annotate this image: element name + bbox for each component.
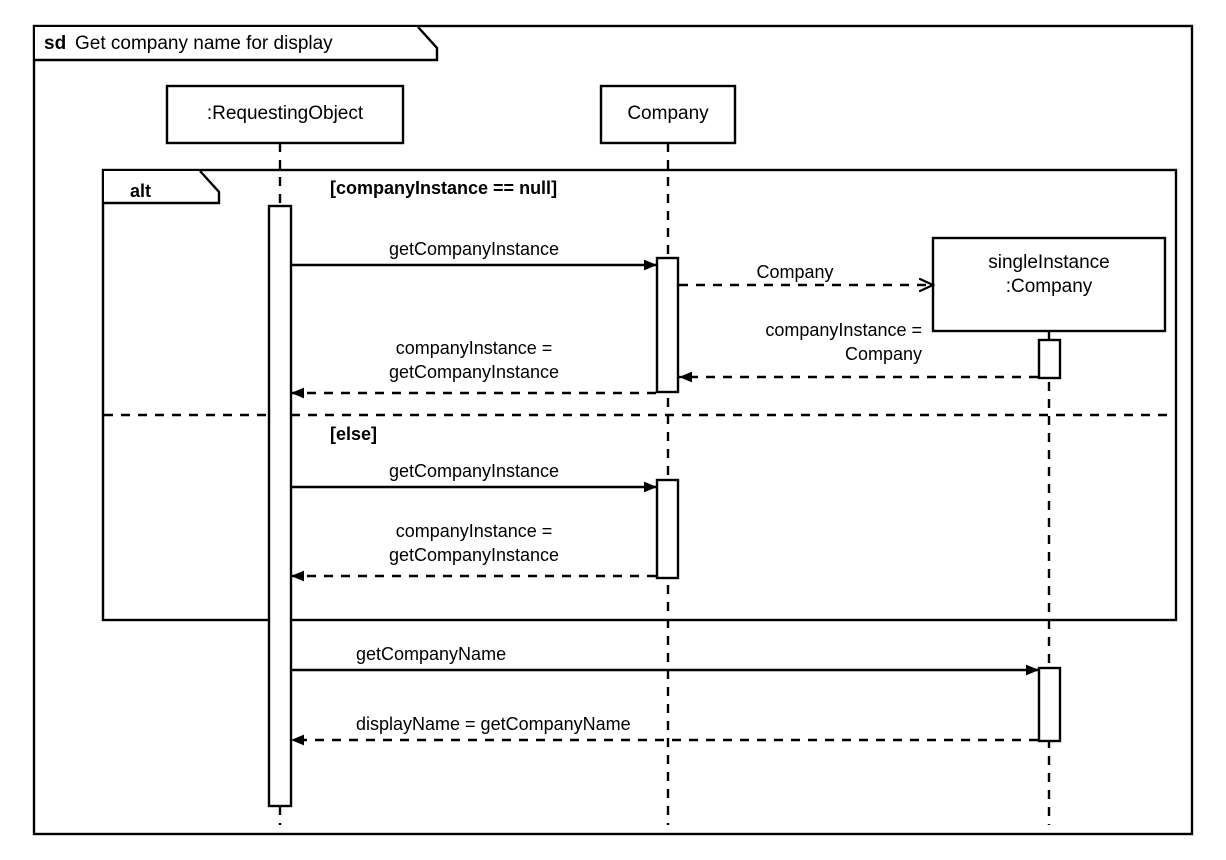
activation-bars [267, 204, 1062, 808]
message-label-m1: getCompanyInstance [388, 239, 560, 259]
lifeline-label-company: Company [627, 103, 709, 124]
lifeline-label-single-instance-line2: :Company [1005, 276, 1093, 297]
message-label-m2: Company [756, 262, 834, 282]
message-label-m3-line2: Company [844, 344, 922, 364]
single-instance-object-box [931, 236, 1167, 333]
lifeline-label-single-instance-line1: singleInstance [988, 252, 1110, 273]
message-label-m6-line1: companyInstance = [395, 521, 553, 541]
alt-guard-1: [companyInstance == null] [330, 178, 558, 198]
message-label-m4-line1: companyInstance = [395, 338, 553, 358]
activation-company-2 [655, 478, 680, 580]
frame-kind-label: sd [44, 33, 67, 54]
message-label-m7: getCompanyName [356, 644, 507, 664]
message-label-m6-line2: getCompanyInstance [388, 545, 560, 565]
sd-frame-outline [32, 24, 1194, 836]
activation-company-1 [655, 256, 680, 394]
lifeline-label-requesting-object: :RequestingObject [206, 103, 364, 124]
message-label-m8: displayName = getCompanyName [356, 714, 631, 734]
activation-single-instance-1 [1037, 338, 1062, 380]
alt-operator-label: alt [130, 181, 152, 201]
message-label-m5: getCompanyInstance [388, 461, 560, 481]
activation-requesting-object [267, 204, 293, 808]
lifeline-head-boxes [165, 84, 737, 145]
message-label-m3-line1: companyInstance = [765, 320, 922, 340]
activation-single-instance-2 [1037, 666, 1062, 743]
frame-title: Get company name for display [75, 33, 333, 54]
message-label-m4-line2: getCompanyInstance [388, 362, 560, 382]
alt-guard-2: [else] [330, 424, 378, 444]
